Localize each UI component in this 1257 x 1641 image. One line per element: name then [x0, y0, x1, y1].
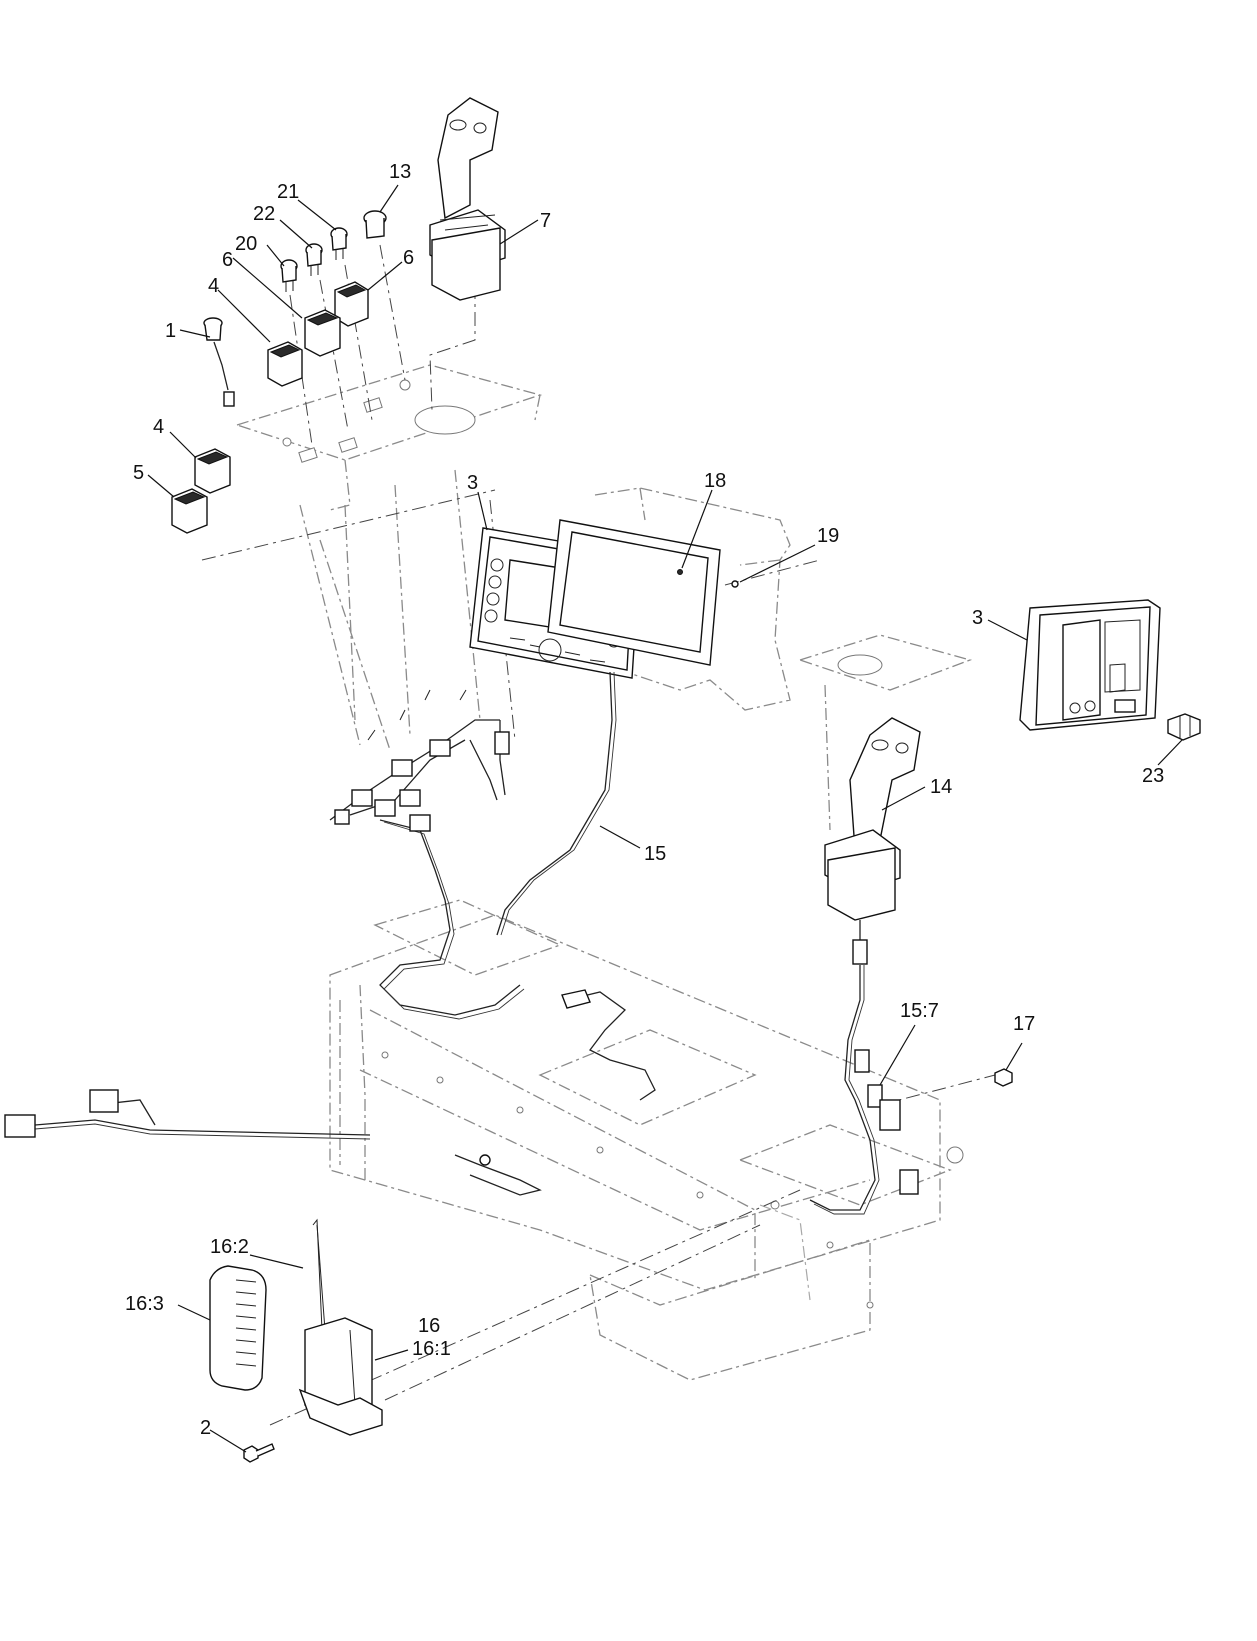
display-gasket: [547, 519, 739, 666]
rocker-switches: [171, 281, 369, 534]
callout-20: 20: [235, 233, 257, 255]
callout-6-right: 6: [403, 247, 414, 269]
phantom-control-panel: [234, 364, 543, 751]
nut-17: [994, 1068, 1013, 1087]
callout-3-front: 3: [467, 472, 478, 494]
receiver-cover: [209, 1265, 267, 1391]
button-13: [363, 210, 387, 239]
button-20: [280, 259, 298, 292]
callout-13: 13: [389, 161, 411, 183]
radio-receiver: [298, 1218, 383, 1436]
display-rear: [1019, 599, 1161, 731]
joystick-lower: [824, 717, 921, 965]
wire-harness: [4, 671, 919, 1215]
callout-16-3: 16:3: [125, 1293, 164, 1315]
bolt-2: [243, 1443, 275, 1463]
callout-18: 18: [704, 470, 726, 492]
switch-6-left: [304, 309, 341, 357]
phantom-console-base: [329, 899, 964, 1381]
callout-1: 1: [165, 320, 176, 342]
callout-16: 16: [418, 1315, 440, 1337]
callout-7: 7: [540, 210, 551, 232]
connector-23: [1167, 713, 1201, 741]
switch-4-upper: [267, 341, 303, 387]
callout-16-2: 16:2: [210, 1236, 249, 1258]
callout-2: 2: [200, 1417, 211, 1439]
callout-16-1: 16:1: [412, 1338, 451, 1360]
callout-15-7: 15:7: [900, 1000, 939, 1022]
push-buttons: [280, 210, 387, 292]
phantom-display-mount: [559, 487, 973, 831]
callout-17: 17: [1013, 1013, 1035, 1035]
callout-23: 23: [1142, 765, 1164, 787]
button-21: [330, 227, 348, 260]
callout-6-left: 6: [222, 249, 233, 271]
callout-labels: 1 4 6 20 22 21 13 7 6 4 5 3 18 19 3 23 1…: [125, 161, 1164, 1439]
leader-lines: [147, 184, 1183, 1453]
switch-4-lower: [194, 448, 231, 494]
key-switch: [203, 317, 235, 407]
callout-19: 19: [817, 525, 839, 547]
callout-22: 22: [253, 203, 275, 225]
callout-4-lower: 4: [153, 416, 164, 438]
callout-5: 5: [133, 462, 144, 484]
callout-21: 21: [277, 181, 299, 203]
callout-15: 15: [644, 843, 666, 865]
callout-3-rear: 3: [972, 607, 983, 629]
callout-4-upper: 4: [208, 275, 219, 297]
button-22: [305, 243, 323, 276]
switch-5: [171, 488, 208, 534]
callout-14: 14: [930, 776, 952, 798]
joystick-upper: [429, 97, 506, 301]
